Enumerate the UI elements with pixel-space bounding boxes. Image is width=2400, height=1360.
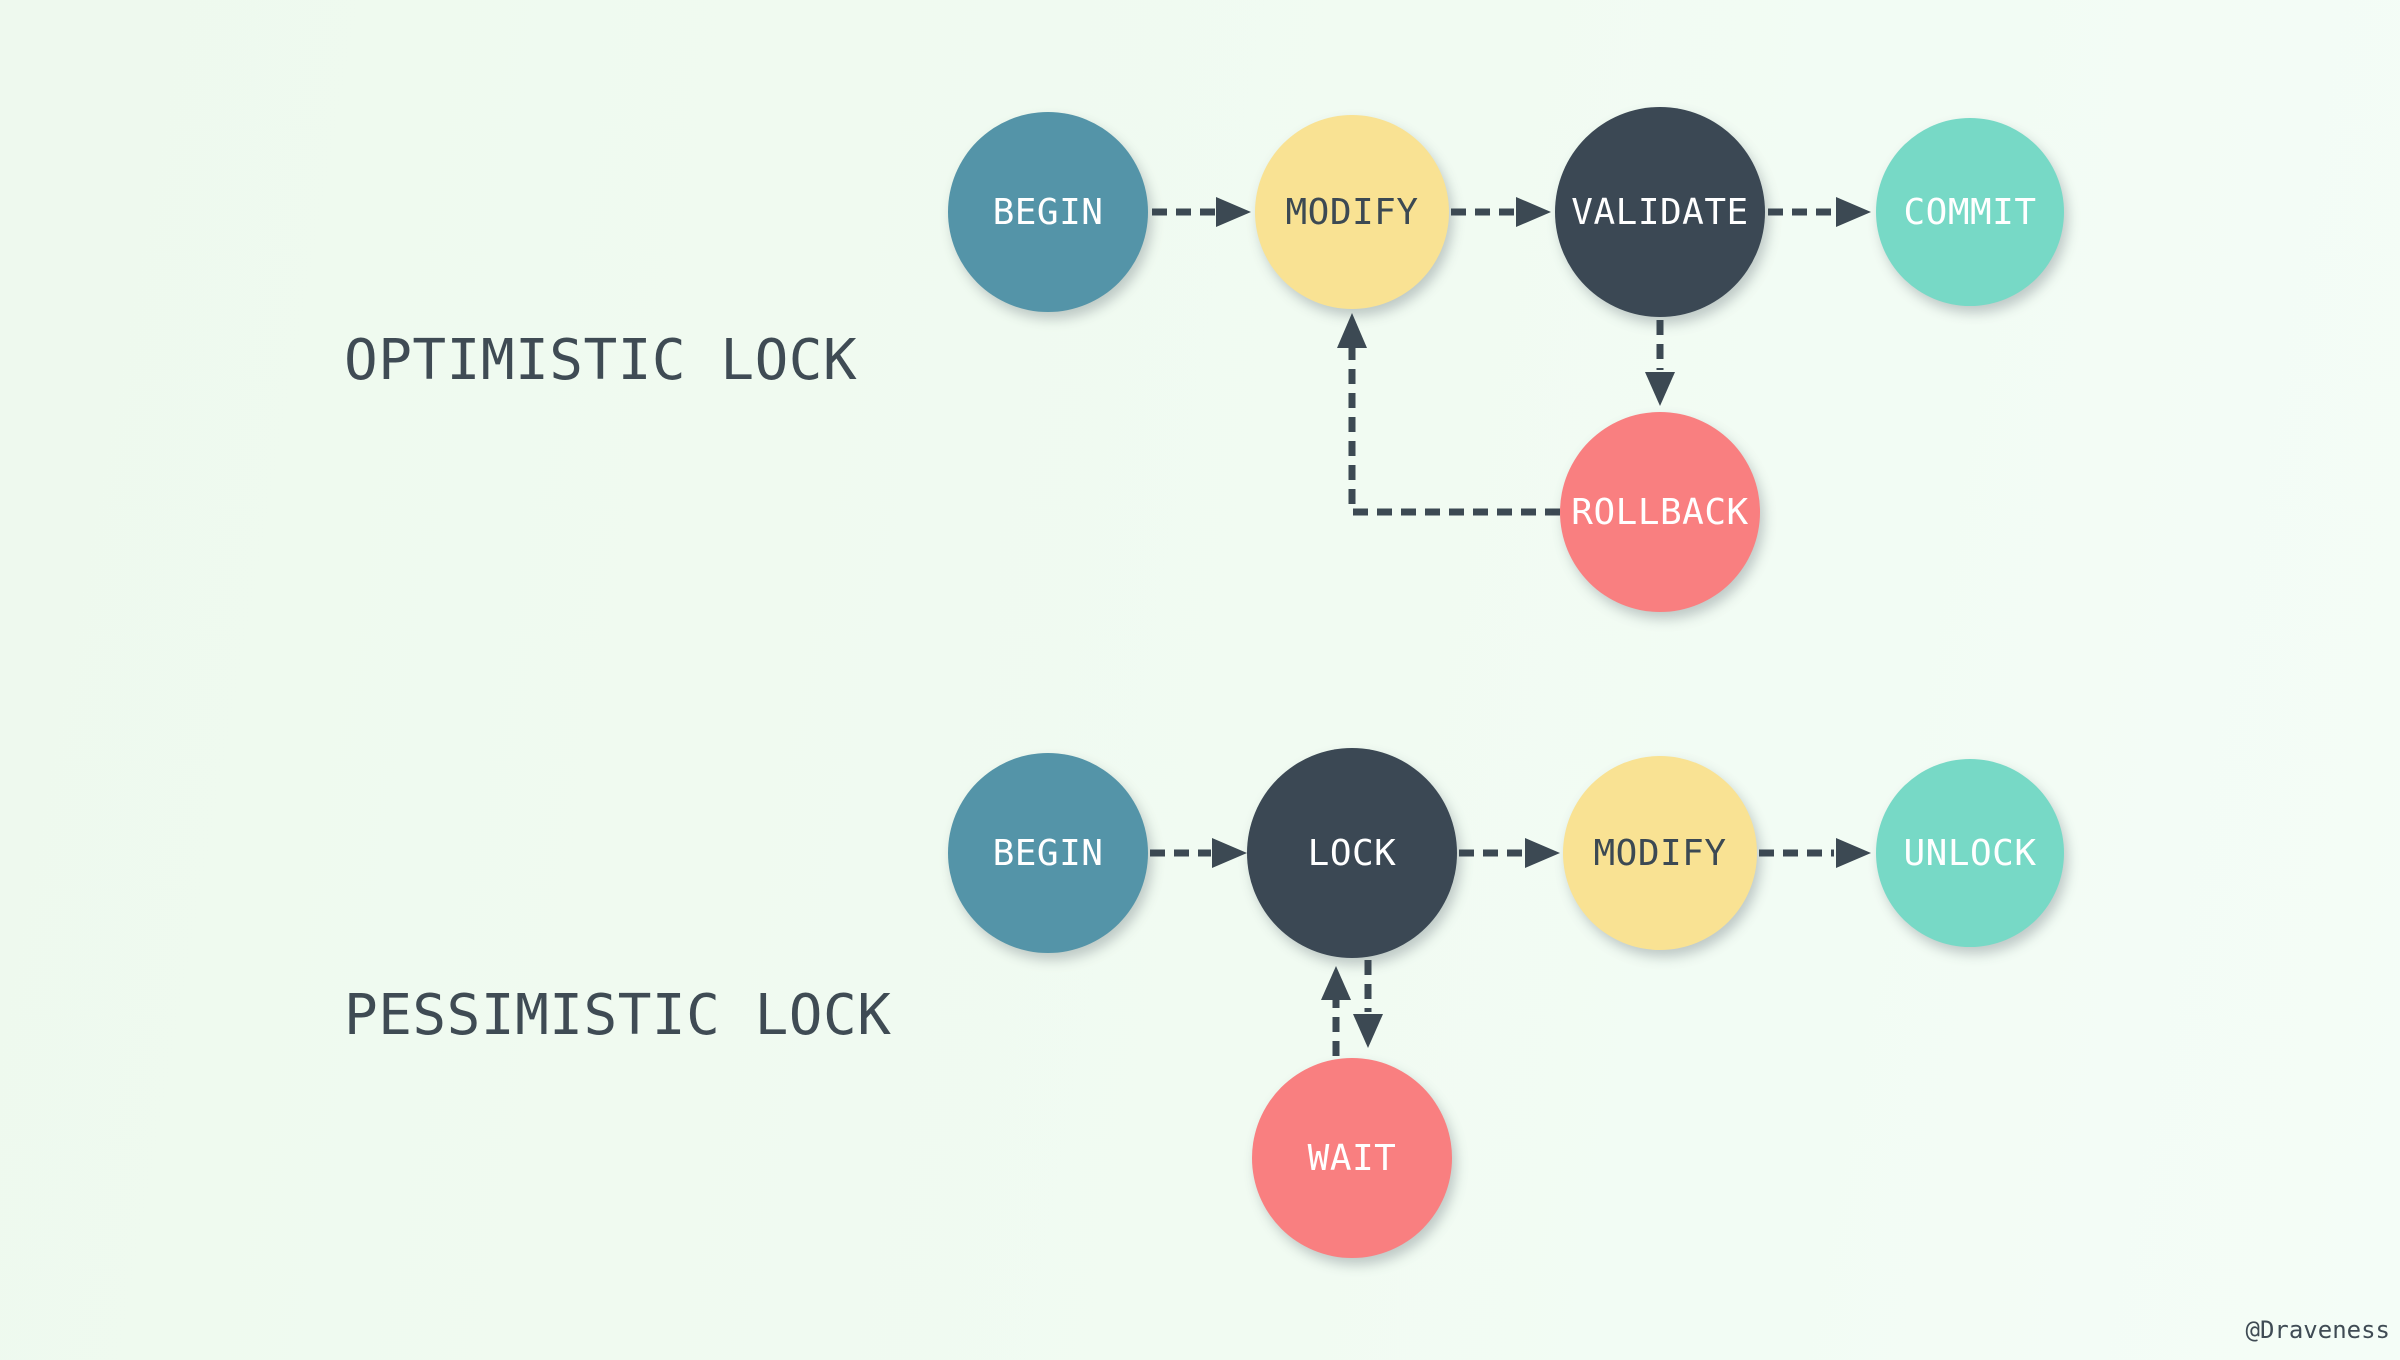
node-optimistic-commit: COMMIT — [1876, 118, 2064, 306]
edge-lock-to-wait — [1353, 960, 1383, 1048]
edge-begin-to-lock — [1150, 838, 1247, 868]
edge-validate-to-commit — [1768, 197, 1871, 227]
node-optimistic-commit-label: COMMIT — [1903, 191, 2037, 233]
node-optimistic-modify: MODIFY — [1255, 115, 1449, 309]
edge-modify-to-unlock — [1759, 838, 1871, 868]
node-pessimistic-lock-label: LOCK — [1307, 832, 1397, 874]
node-optimistic-begin: BEGIN — [948, 112, 1148, 312]
node-pessimistic-modify-label: MODIFY — [1593, 832, 1727, 874]
node-optimistic-modify-label: MODIFY — [1285, 191, 1419, 233]
edge-wait-to-lock — [1321, 966, 1351, 1056]
edge-begin-to-modify-optimistic — [1152, 197, 1251, 227]
node-pessimistic-wait-label: WAIT — [1307, 1137, 1397, 1179]
pessimistic-lock-title: PESSIMISTIC LOCK — [344, 983, 892, 1048]
node-pessimistic-unlock-label: UNLOCK — [1903, 832, 2037, 874]
node-pessimistic-modify: MODIFY — [1563, 756, 1757, 950]
node-optimistic-validate: VALIDATE — [1555, 107, 1765, 317]
optimistic-lock-title: OPTIMISTIC LOCK — [344, 328, 858, 393]
node-pessimistic-unlock: UNLOCK — [1876, 759, 2064, 947]
node-optimistic-rollback: ROLLBACK — [1560, 412, 1760, 612]
node-optimistic-rollback-label: ROLLBACK — [1571, 491, 1749, 533]
node-optimistic-validate-label: VALIDATE — [1571, 191, 1749, 233]
node-pessimistic-lock: LOCK — [1247, 748, 1457, 958]
node-optimistic-begin-label: BEGIN — [992, 191, 1104, 233]
watermark-credit: @Draveness — [2245, 1316, 2391, 1344]
edge-lock-to-modify — [1459, 838, 1560, 868]
node-pessimistic-begin-label: BEGIN — [992, 832, 1104, 874]
node-pessimistic-begin: BEGIN — [948, 753, 1148, 953]
edge-modify-to-validate — [1451, 197, 1551, 227]
edge-rollback-to-modify — [1337, 313, 1560, 516]
edge-validate-to-rollback — [1645, 320, 1675, 406]
node-pessimistic-wait: WAIT — [1252, 1058, 1452, 1258]
